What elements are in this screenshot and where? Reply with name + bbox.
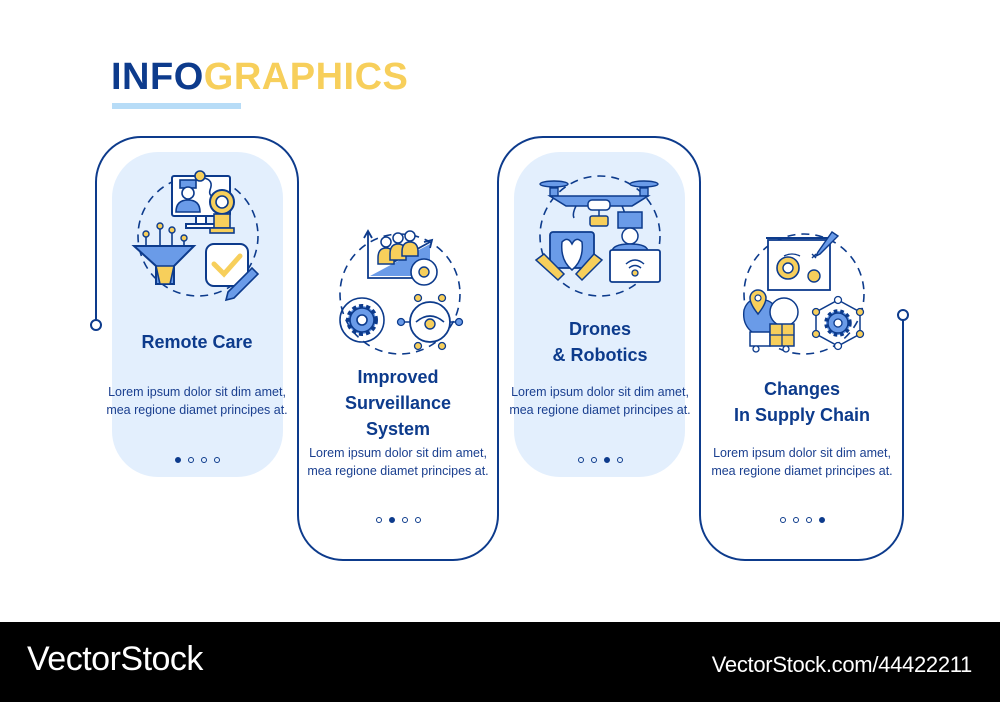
step-2-pagination-dots xyxy=(298,517,498,523)
dot-4 xyxy=(213,457,220,463)
dot-2-active xyxy=(388,517,395,523)
step-4-description: Lorem ipsum dolor sit dim amet, mea regi… xyxy=(711,446,893,478)
dot-1 xyxy=(577,457,584,463)
dot-4 xyxy=(414,517,421,523)
step-1-pagination-dots xyxy=(97,457,297,463)
footer-brand: VectorStock xyxy=(27,640,203,678)
footer-banner: VectorStock VectorStock.com/44422211 xyxy=(0,622,1000,702)
step-4-pagination-dots xyxy=(702,517,902,523)
title-part-info: INFO xyxy=(111,56,204,98)
step-4-title-line-2: In Supply Chain xyxy=(733,405,870,425)
step-2-title-line-2: Surveillance xyxy=(344,393,452,413)
dot-3 xyxy=(805,517,812,523)
dot-1 xyxy=(779,517,786,523)
dot-1-active xyxy=(174,457,181,463)
step-2-title: Improved Surveillance System xyxy=(298,364,498,442)
step-2-description: Lorem ipsum dolor sit dim amet, mea regi… xyxy=(307,446,489,478)
footer-url: VectorStock.com/44422211 xyxy=(711,652,973,677)
step-4-title: Changes In Supply Chain xyxy=(702,376,902,428)
title-underline xyxy=(112,103,241,109)
dot-3 xyxy=(401,517,408,523)
step-1-description: Lorem ipsum dolor sit dim amet, mea regi… xyxy=(106,385,288,417)
step-3-title-line-1: Drones xyxy=(568,319,631,339)
surveillance-icon xyxy=(330,228,470,358)
dot-1 xyxy=(375,517,382,523)
dot-2 xyxy=(792,517,799,523)
dot-4 xyxy=(616,457,623,463)
step-3-title-line-2: & Robotics xyxy=(552,345,648,365)
supply-chain-icon xyxy=(736,228,872,358)
step-4-title-line-1: Changes xyxy=(763,379,841,399)
dot-2 xyxy=(590,457,597,463)
serpentine-connector-line xyxy=(90,136,909,561)
step-1-title: Remote Care xyxy=(141,332,253,352)
end-node-icon xyxy=(897,309,909,321)
dot-3 xyxy=(200,457,207,463)
dot-3-active xyxy=(603,457,610,463)
step-3-pagination-dots xyxy=(500,457,700,463)
infographics-title: INFOGRAPHICS xyxy=(111,55,408,99)
remote-care-icon xyxy=(130,168,266,304)
dot-2 xyxy=(187,457,194,463)
dot-4-active xyxy=(818,517,825,523)
title-part-graphics: GRAPHICS xyxy=(203,56,409,98)
step-2-title-line-3: System xyxy=(365,419,431,439)
step-3-description: Lorem ipsum dolor sit dim amet, mea regi… xyxy=(509,385,691,417)
drone-robotics-icon xyxy=(532,170,668,302)
step-2-title-line-1: Improved xyxy=(357,367,439,387)
step-3-title: Drones & Robotics xyxy=(500,316,700,368)
start-node-icon xyxy=(90,319,102,331)
